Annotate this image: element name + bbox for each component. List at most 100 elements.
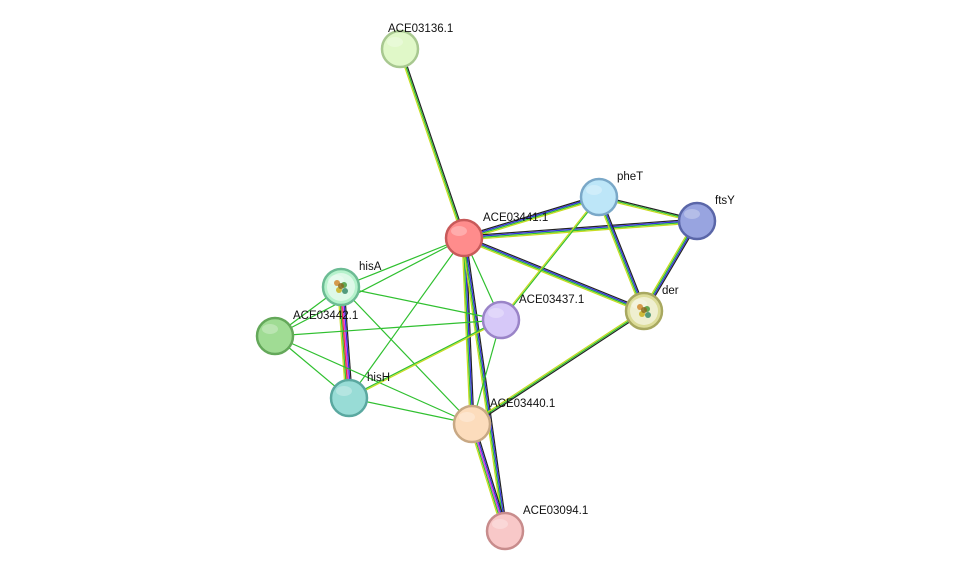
node-highlight bbox=[684, 209, 700, 219]
edge-evidence-line bbox=[464, 221, 698, 240]
node-label: hisA bbox=[359, 261, 382, 273]
node-circle[interactable] bbox=[444, 218, 484, 258]
edge-ace03441-1-ace03094-1 bbox=[461, 237, 508, 532]
node-circle[interactable] bbox=[481, 300, 521, 340]
node-circle[interactable] bbox=[452, 404, 492, 444]
edge-evidence-line bbox=[463, 238, 644, 313]
edge-evidence-line bbox=[599, 196, 646, 311]
node-ftsy[interactable]: ftsY bbox=[677, 195, 735, 241]
edge-evidence-line bbox=[349, 320, 502, 400]
node-circle[interactable] bbox=[255, 316, 295, 356]
node-label: der bbox=[662, 285, 679, 297]
edge-phet-ace03437-1 bbox=[500, 196, 600, 321]
edge-evidence-line bbox=[464, 222, 698, 241]
edge-ace03442-1-ace03440-1 bbox=[274, 335, 473, 425]
edge-evidence-line bbox=[501, 197, 600, 321]
edge-evidence-line bbox=[463, 195, 599, 238]
edge-ace03136-1-ace03441-1 bbox=[398, 48, 466, 239]
node-highlight bbox=[387, 37, 403, 47]
edge-hish-ace03440-1 bbox=[348, 397, 473, 425]
edge-evidence-line bbox=[340, 286, 502, 321]
edge-ace03441-1-ace03442-1 bbox=[274, 237, 465, 337]
edge-evidence-line bbox=[274, 319, 502, 337]
node-ace03094-1[interactable]: ACE03094.1 bbox=[485, 505, 588, 551]
node-circle[interactable] bbox=[579, 177, 619, 217]
edge-evidence-line bbox=[596, 197, 643, 312]
edge-evidence-line bbox=[470, 309, 644, 424]
edge-evidence-line bbox=[464, 235, 645, 310]
edge-ace03441-1-der bbox=[463, 235, 645, 314]
edge-evidence-line bbox=[461, 238, 471, 425]
node-label: ACE03136.1 bbox=[388, 23, 453, 35]
protein-structure-icon bbox=[327, 273, 355, 301]
edge-evidence-line bbox=[348, 397, 473, 425]
edge-evidence-line bbox=[463, 218, 697, 237]
node-highlight bbox=[336, 386, 352, 396]
node-hish[interactable]: hisH bbox=[329, 372, 390, 418]
edge-evidence-line bbox=[600, 196, 647, 311]
edge-evidence-line bbox=[463, 219, 697, 238]
edge-hisa-ace03440-1 bbox=[340, 286, 473, 425]
edge-der-ace03440-1 bbox=[470, 309, 646, 426]
edge-evidence-line bbox=[464, 237, 507, 531]
edge-ace03442-1-ace03437-1 bbox=[274, 319, 502, 337]
node-ace03136-1[interactable]: ACE03136.1 bbox=[380, 23, 453, 69]
node-label: ACE03440.1 bbox=[490, 398, 555, 410]
edge-evidence-line bbox=[464, 236, 645, 311]
node-highlight bbox=[262, 324, 278, 334]
edge-evidence-line bbox=[340, 286, 473, 425]
node-ace03442-1[interactable]: ACE03442.1 bbox=[255, 310, 358, 356]
protein-structure-icon bbox=[630, 297, 658, 325]
node-label: ACE03442.1 bbox=[293, 310, 358, 322]
edge-ace03441-1-ftsy bbox=[463, 218, 698, 241]
edge-evidence-line bbox=[274, 335, 473, 425]
edge-evidence-line bbox=[462, 238, 505, 532]
node-circle[interactable] bbox=[677, 201, 717, 241]
node-der[interactable]: der bbox=[624, 285, 679, 331]
nodes-layer: ACE03136.1 pheT ftsY ACE03441.1 hisA derACE03… bbox=[255, 23, 735, 551]
edge-evidence-line bbox=[399, 48, 465, 239]
node-hisa[interactable]: hisA bbox=[321, 261, 382, 307]
edge-ace03441-1-hisa bbox=[340, 237, 465, 288]
edge-ace03441-1-phet bbox=[463, 194, 600, 241]
edge-evidence-line bbox=[464, 197, 600, 240]
edge-evidence-line bbox=[398, 49, 464, 239]
edge-evidence-line bbox=[465, 237, 508, 531]
edge-ace03441-1-hish bbox=[348, 237, 465, 399]
node-highlight bbox=[586, 185, 602, 195]
node-circle[interactable] bbox=[485, 511, 525, 551]
node-label: ACE03437.1 bbox=[519, 294, 584, 306]
edge-evidence-line bbox=[274, 237, 465, 337]
node-highlight bbox=[488, 308, 504, 318]
edge-evidence-line bbox=[471, 310, 645, 425]
edge-evidence-line bbox=[597, 197, 644, 312]
node-ace03440-1[interactable]: ACE03440.1 bbox=[452, 398, 555, 444]
node-circle[interactable] bbox=[329, 378, 369, 418]
edge-evidence-line bbox=[463, 194, 599, 237]
node-circle[interactable] bbox=[380, 29, 420, 69]
node-label: ACE03094.1 bbox=[523, 505, 588, 517]
node-label: pheT bbox=[617, 171, 643, 183]
edge-evidence-line bbox=[464, 198, 600, 241]
edge-evidence-line bbox=[348, 318, 501, 398]
edge-hish-ace03437-1 bbox=[348, 318, 502, 400]
edge-evidence-line bbox=[463, 239, 644, 314]
edge-phet-der bbox=[596, 196, 647, 312]
edge-evidence-line bbox=[500, 196, 599, 320]
edge-evidence-line bbox=[348, 237, 465, 399]
edge-evidence-line bbox=[340, 237, 465, 288]
edge-evidence-line bbox=[400, 48, 466, 238]
node-phet[interactable]: pheT bbox=[579, 171, 643, 217]
node-ace03441-1[interactable]: ACE03441.1 bbox=[444, 212, 548, 258]
node-label: hisH bbox=[367, 372, 390, 384]
node-label: ACE03441.1 bbox=[483, 212, 548, 224]
edge-hisa-ace03437-1 bbox=[340, 286, 502, 321]
node-highlight bbox=[451, 226, 467, 236]
node-highlight bbox=[459, 412, 475, 422]
node-highlight bbox=[492, 519, 508, 529]
edge-evidence-line bbox=[472, 311, 646, 426]
node-label: ftsY bbox=[715, 195, 735, 207]
edge-evidence-line bbox=[462, 238, 472, 425]
node-ace03437-1[interactable]: ACE03437.1 bbox=[481, 294, 584, 340]
